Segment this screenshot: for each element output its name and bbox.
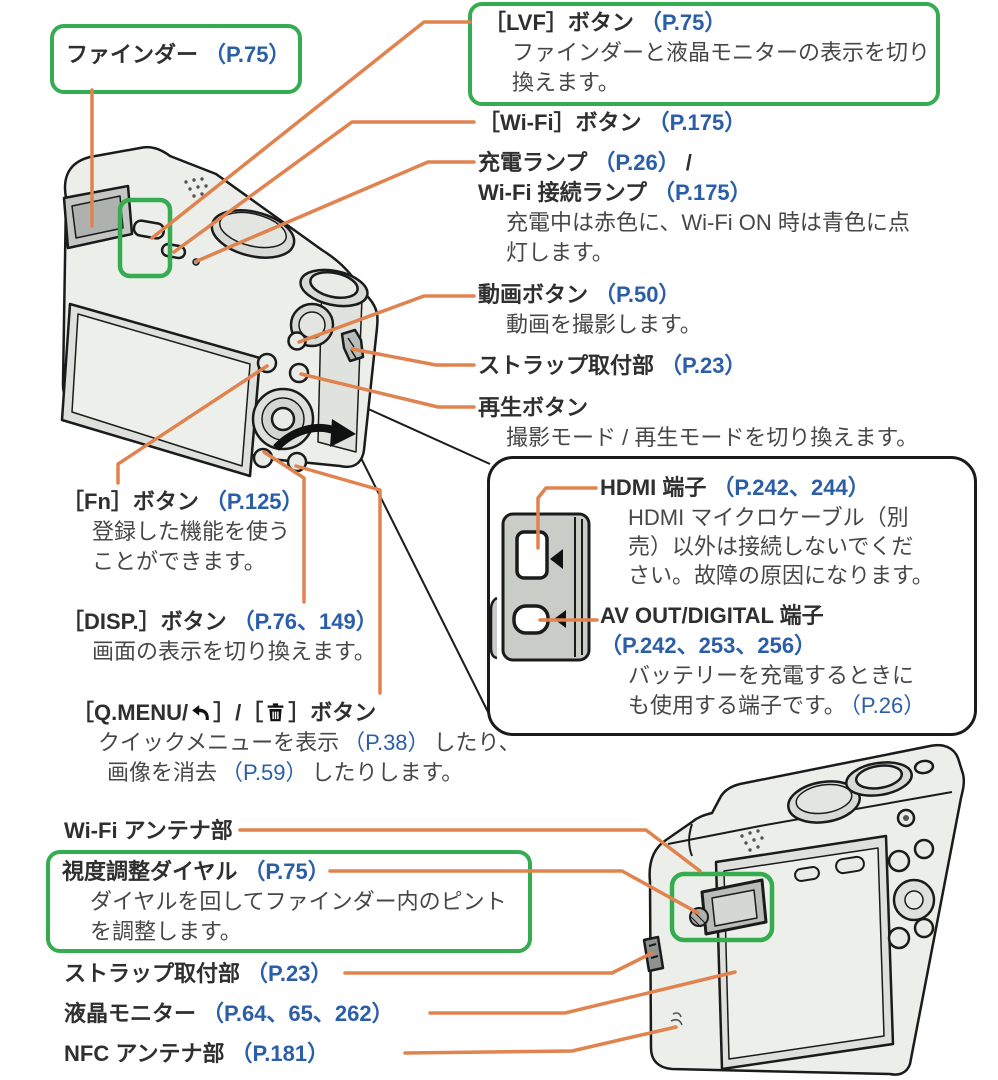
qmenu-description: クイックメニューを表示（P.38）したり、 画像を消去（P.59）したりします。 xyxy=(98,730,521,785)
undo-return-arrow-icon xyxy=(190,702,211,723)
rear-dial xyxy=(289,302,335,348)
connector-lcd xyxy=(428,970,737,1015)
shutter-button xyxy=(854,764,904,790)
disp-label: ［DISP.］ボタン（P.76、149） 画面の表示を切り換えます。 xyxy=(62,607,378,667)
magnifier-callout-lines xyxy=(343,397,491,717)
disp-button xyxy=(252,447,274,469)
lvf-description: ファインダーと液晶モニターの表示を切り 換えます。 xyxy=(512,40,931,95)
fn-button xyxy=(256,352,278,374)
camera-rear-bottom-illustration xyxy=(642,743,966,1076)
camera-rear-top-illustration xyxy=(60,145,379,478)
zoom-lever xyxy=(299,268,369,308)
door-open-arrow-icon xyxy=(273,419,356,451)
trash-icon xyxy=(265,702,286,723)
connector-playback xyxy=(299,372,476,409)
disp-description: 画面の表示を切り換えます。 xyxy=(92,639,376,664)
control-dpad xyxy=(251,387,315,451)
hdmi-label: HDMI 端子（P.242、244） HDMI マイクロケーブル（別 売）以外は… xyxy=(600,475,934,588)
movie-button-label: 動画ボタン（P.50） 動画を撮影します。 xyxy=(478,280,702,340)
lvf-label: ［LVF］ボタン（P.75） ファインダーと液晶モニターの表示を切り 換えます。 xyxy=(484,8,930,98)
av-out-label: AV OUT/DIGITAL 端子 （P.242、253、256） バッテリーを… xyxy=(600,601,929,721)
mode-dial xyxy=(210,209,296,259)
playback-button xyxy=(288,362,310,384)
movie-description: 動画を撮影します。 xyxy=(506,312,702,337)
charge-lamp xyxy=(192,258,200,266)
speaker-holes xyxy=(184,177,208,198)
fn-description: 登録した機能を使う ことができます。 xyxy=(92,519,291,574)
charge-lamp-label: 充電ランプ（P.26）/ Wi-Fi 接続ランプ（P.175） 充電中は赤色に、… xyxy=(478,148,910,268)
hdmi-description: HDMI マイクロケーブル（別 売）以外は接続しないでくだ さい。故障の原因にな… xyxy=(628,505,934,588)
movie-button xyxy=(287,331,307,351)
wifi-button-label: ［Wi-Fi］ボタン（P.175） xyxy=(478,110,747,135)
connector-charge-lamp xyxy=(195,160,476,263)
connector-strap-bottom xyxy=(343,951,654,975)
fn-label: ［Fn］ボタン（P.125） 登録した機能を使う ことができます。 xyxy=(62,487,304,577)
strap-lug-bottom xyxy=(642,935,665,973)
strap-bottom-label: ストラップ取付部（P.23） xyxy=(64,961,333,986)
strap-top-label: ストラップ取付部（P.23） xyxy=(478,353,747,378)
diopter-description: ダイヤルを回してファインダー内のピント を調整します。 xyxy=(90,889,507,944)
diopter-label: 視度調整ダイヤル（P.75） ダイヤルを回してファインダー内のピント を調整しま… xyxy=(62,857,507,947)
control-dpad xyxy=(892,878,936,922)
finder-label: ファインダー（P.75） xyxy=(66,42,291,67)
playback-description: 撮影モード / 再生モードを切り換えます。 xyxy=(506,425,919,450)
connector-movie xyxy=(297,294,476,344)
mode-dial xyxy=(787,780,861,824)
wifi-antenna-label: Wi-Fi アンテナ部 xyxy=(64,818,233,843)
connector-wifi-button xyxy=(172,120,476,254)
diopter-dial xyxy=(689,907,709,927)
nfc-label: NFC アンテナ部（P.181） xyxy=(64,1041,330,1066)
qmenu-button xyxy=(286,451,308,473)
lcd-monitor xyxy=(714,834,895,1071)
charge-lamp-description: 充電中は赤色に、Wi-Fi ON 時は青色に点 灯します。 xyxy=(506,210,910,265)
lvf-button-highlight-frame xyxy=(117,197,173,279)
wifi-button xyxy=(160,242,187,260)
movie-button xyxy=(896,808,916,828)
nfc-mark xyxy=(670,1012,683,1026)
av-out-description: バッテリーを充電するときに も使用する端子です。（P.26） xyxy=(628,663,926,718)
viewfinder-highlight-frame xyxy=(669,871,775,943)
lcd-label: 液晶モニター（P.64、65、262） xyxy=(64,1001,394,1026)
strap-lug-top xyxy=(340,328,365,363)
qmenu-label: ［Q.MENU/］/［］ボタン クイックメニューを表示（P.38）したり、 画像… xyxy=(72,698,521,788)
shutter-button xyxy=(309,270,359,300)
lcd-screen-rear xyxy=(60,302,262,478)
connector-nfc xyxy=(403,1025,678,1055)
connector-fn xyxy=(116,364,269,485)
lvf-button xyxy=(132,219,166,240)
connector-strap-top xyxy=(350,347,476,367)
zoom-lever xyxy=(845,761,913,797)
viewfinder-eyepiece xyxy=(700,878,768,936)
playback-label: 再生ボタン 撮影モード / 再生モードを切り換えます。 xyxy=(478,393,918,453)
